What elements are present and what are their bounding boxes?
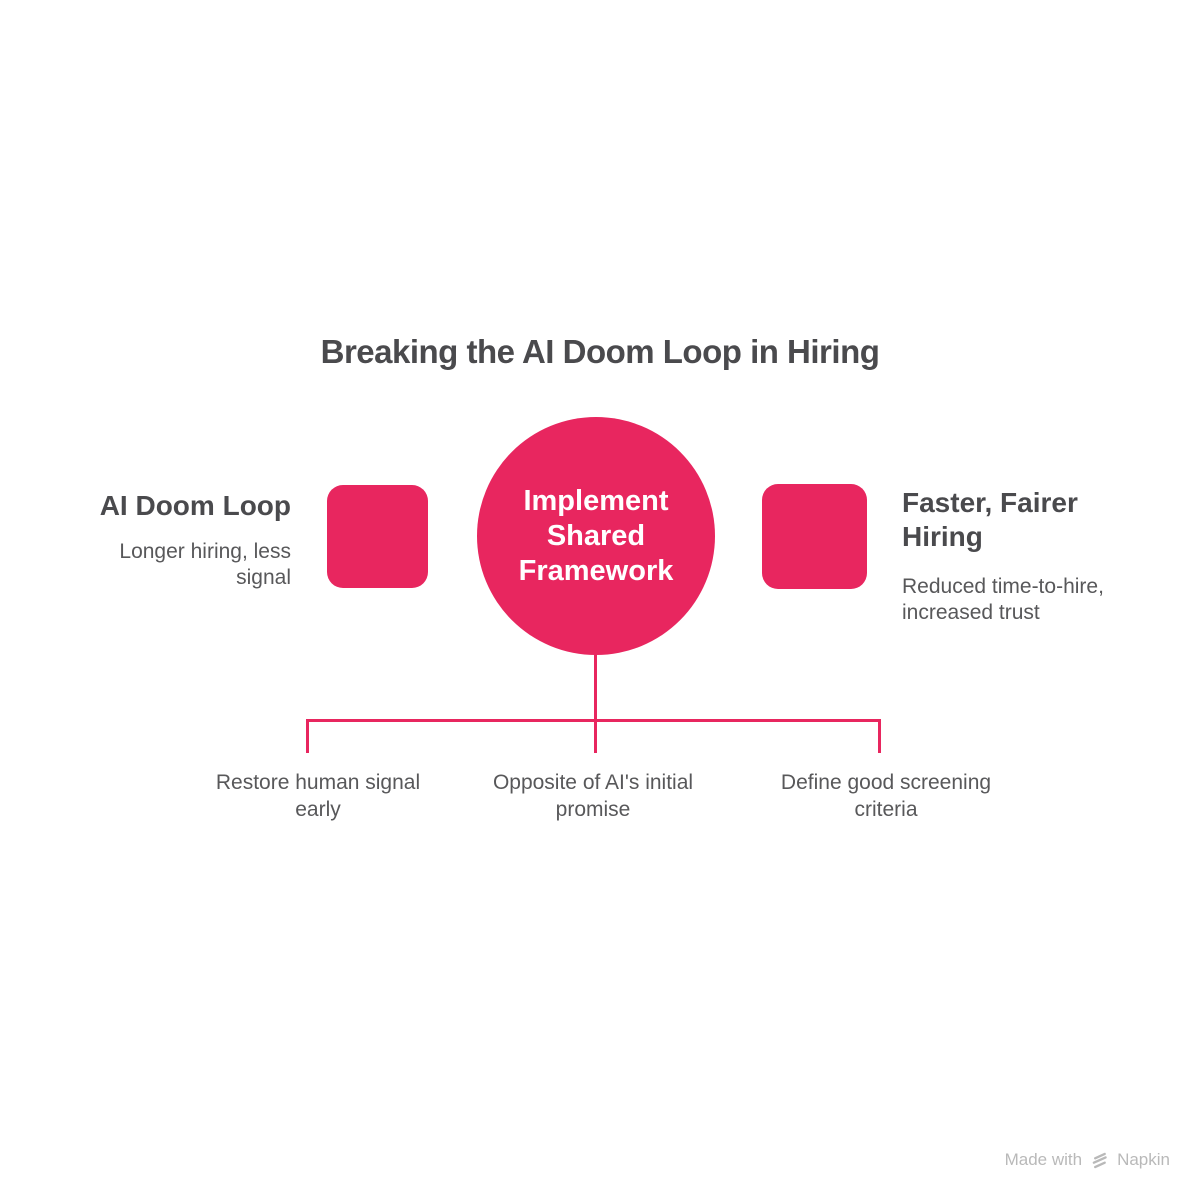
watermark-prefix: Made with [1004,1150,1083,1169]
left-node-square [327,485,428,588]
watermark-brand: Napkin [1117,1150,1170,1169]
left-node-description: Longer hiring, less signal [31,539,291,591]
branch-label-define-screening-criteria: Define good screening criteria [736,769,1036,823]
branch-label-line: Define good screening [780,771,992,794]
center-node-circle: Implement Shared Framework [477,417,715,655]
watermark: Made with Napkin [1005,1149,1170,1171]
right-node-description-line: Reduced time-to-hire, [902,575,1104,598]
right-node-text-block: Faster, Fairer Hiring Reduced time-to-hi… [902,486,1172,626]
connector-tick-left [306,719,309,753]
right-node-description: Reduced time-to-hire, increased trust [902,574,1172,626]
right-node-heading-line: Hiring [902,521,983,552]
page-title: Breaking the AI Doom Loop in Hiring [320,333,880,370]
right-node-square [762,484,867,589]
connector-tick-right [878,719,881,753]
right-node-heading-line: Faster, Fairer [902,487,1078,518]
right-node-description-line: increased trust [902,601,1040,624]
branch-label-line: Opposite of AI's initial [492,771,694,794]
center-node-label-line: Shared [546,519,646,552]
left-node-heading: AI Doom Loop [99,490,291,521]
branch-label-line: Restore human signal [215,771,421,794]
center-node-label-line: Framework [518,554,674,587]
branch-label-opposite-of-ai-promise: Opposite of AI's initial promise [443,769,743,823]
connector-stem [594,653,597,753]
left-node-text-block: AI Doom Loop Longer hiring, less signal [31,489,291,591]
left-node-description-line: Longer hiring, less [119,540,291,563]
branch-label-line: early [295,798,341,821]
branch-label-line: criteria [854,798,918,821]
right-node-heading: Faster, Fairer Hiring [902,486,1172,554]
connector-horizontal-line [306,719,881,722]
branch-label-restore-human-signal: Restore human signal early [168,769,468,823]
left-node-description-line: signal [236,566,291,589]
center-node-label: Implement Shared Framework [519,484,674,589]
center-node-label-line: Implement [523,484,669,517]
branch-label-line: promise [555,798,631,821]
napkin-logo-icon [1092,1152,1107,1168]
